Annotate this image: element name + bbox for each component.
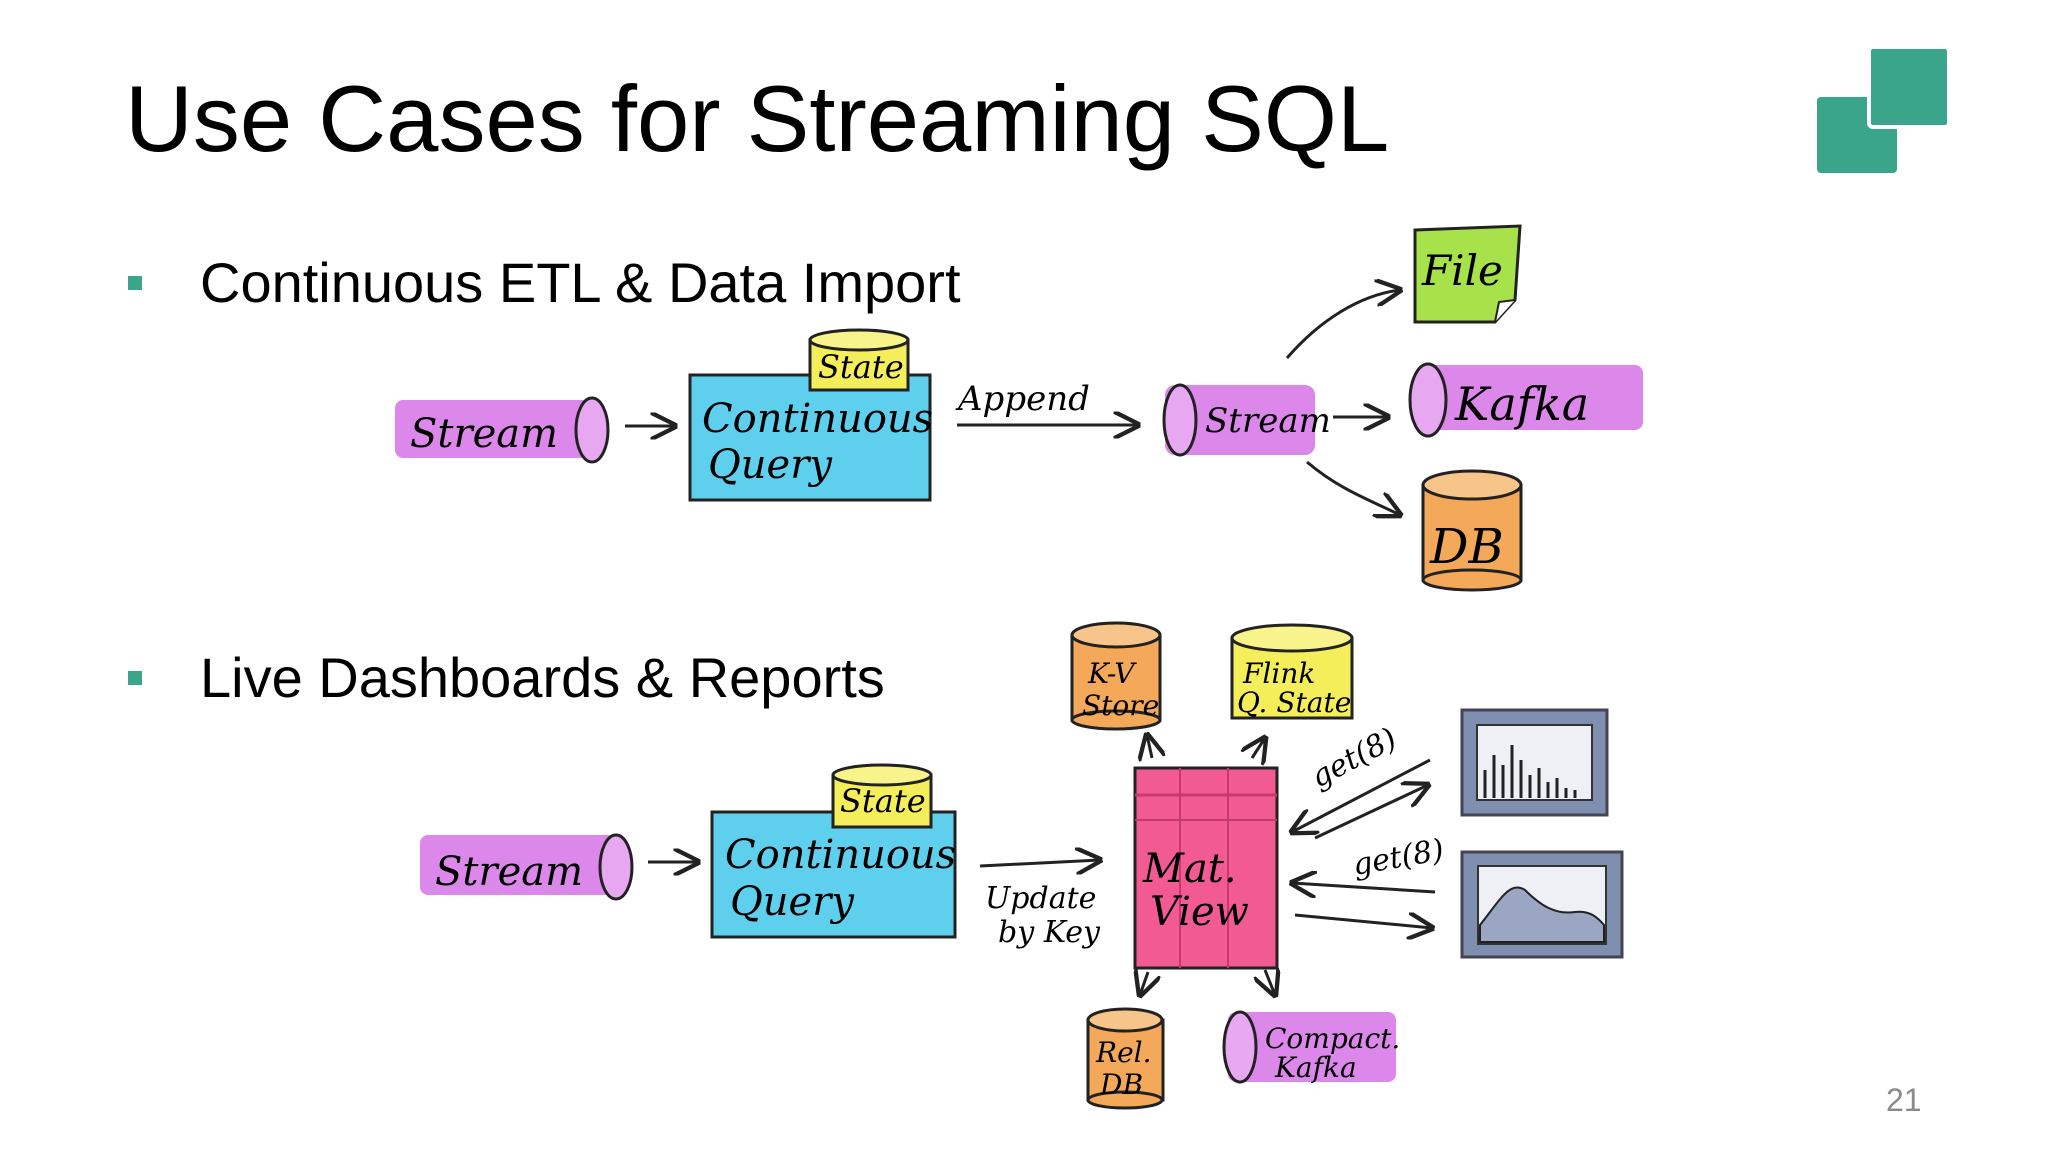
update-label: by Key — [998, 915, 1101, 950]
compacted-kafka: Compact. Kafka — [1222, 1010, 1400, 1084]
svg-text:Q. State: Q. State — [1237, 686, 1351, 719]
dash-stream-in: Stream — [420, 833, 634, 901]
arrow — [1292, 758, 1431, 832]
svg-text:Kafka: Kafka — [1274, 1051, 1357, 1084]
svg-text:K-V: K-V — [1087, 657, 1137, 690]
etl-stream-in: Stream — [395, 396, 610, 464]
bullet-marker — [128, 276, 142, 290]
etl-kafka-sink: Kafka — [1408, 362, 1643, 438]
slide-title: Use Cases for Streaming SQL — [125, 66, 1390, 171]
svg-text:Compact.: Compact. — [1265, 1022, 1400, 1055]
relational-db: Rel. DB — [1086, 1007, 1165, 1110]
get-label: get(8) — [1305, 721, 1402, 795]
etl-diagram: Stream Continuous Query State Append Str… — [395, 224, 1643, 592]
update-label: Update — [985, 881, 1096, 916]
dash-state-cylinder: State — [831, 763, 933, 829]
svg-text:Stream: Stream — [1205, 401, 1331, 441]
arrow — [1147, 735, 1152, 758]
svg-text:File: File — [1421, 246, 1503, 295]
svg-text:Rel.: Rel. — [1095, 1036, 1152, 1069]
arrow — [979, 860, 1100, 866]
arrow — [1252, 738, 1265, 758]
materialized-view: Mat. View — [1133, 766, 1279, 970]
svg-text:Continuous: Continuous — [725, 832, 956, 878]
etl-stream-out: Stream — [1162, 383, 1331, 457]
arrow — [1294, 915, 1432, 928]
svg-text:Stream: Stream — [435, 849, 583, 895]
svg-text:State: State — [840, 782, 926, 820]
arrow — [1140, 972, 1148, 995]
get-label: get(8) — [1350, 833, 1446, 883]
svg-text:Stream: Stream — [410, 411, 558, 457]
dashboard-bar-chart — [1460, 708, 1609, 817]
bullet-marker — [128, 671, 142, 685]
etl-continuous-query: Continuous Query — [688, 373, 933, 502]
bullet-text: Continuous ETL & Data Import — [200, 251, 961, 314]
bullet-etl: Continuous ETL & Data Import — [128, 255, 961, 311]
svg-text:Continuous: Continuous — [702, 396, 933, 442]
svg-text:Query: Query — [730, 879, 855, 925]
arrow — [1306, 460, 1400, 515]
dashboard-diagram: Stream Continuous Query State Update by … — [420, 621, 1624, 1110]
etl-db-sink: DB — [1421, 469, 1523, 592]
brand-logo — [1817, 45, 1950, 173]
svg-text:Kafka: Kafka — [1454, 377, 1589, 431]
svg-text:DB: DB — [1429, 519, 1504, 575]
bullet-dashboards: Live Dashboards & Reports — [128, 650, 885, 706]
etl-state-cylinder: State — [808, 328, 910, 392]
kv-store: K-V Store — [1070, 621, 1162, 731]
arrow — [1265, 970, 1275, 995]
svg-text:Mat.: Mat. — [1142, 846, 1237, 892]
svg-text:DB: DB — [1099, 1068, 1143, 1101]
svg-text:Flink: Flink — [1242, 657, 1315, 690]
flink-queryable-state: Flink Q. State — [1230, 623, 1354, 720]
etl-file-sink: File — [1413, 224, 1522, 324]
dashboard-area-chart — [1460, 850, 1624, 959]
svg-text:State: State — [818, 348, 904, 386]
page-number: 21 — [1886, 1082, 1922, 1118]
arrow — [1292, 883, 1436, 892]
svg-text:Query: Query — [708, 442, 833, 488]
logo-square-front — [1867, 45, 1950, 129]
bullet-text: Live Dashboards & Reports — [200, 646, 885, 709]
arrow — [1285, 290, 1400, 359]
append-label: Append — [955, 379, 1090, 419]
dash-continuous-query: Continuous Query — [710, 810, 957, 939]
svg-text:Store: Store — [1082, 689, 1159, 722]
svg-text:View: View — [1150, 889, 1249, 935]
arrow — [1314, 785, 1428, 840]
